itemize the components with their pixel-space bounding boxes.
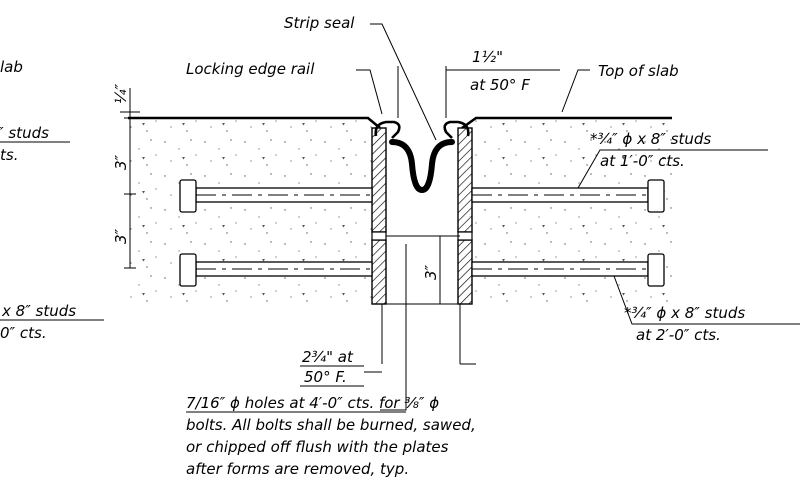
right-studs-top-line2: at 1′-0″ cts. — [600, 152, 685, 170]
left-studs-bottom-line2: 0″ cts. — [0, 324, 47, 342]
gap-dimension-lines — [364, 66, 560, 373]
left-studs-bottom-line1: x 8″ studs — [1, 302, 76, 320]
gap-top-temp-label: at 50° F — [470, 76, 530, 94]
right-studs-bottom-line2: at 2′-0″ cts. — [636, 326, 721, 344]
strip-seal-gland — [389, 139, 455, 194]
left-dimension-lines — [120, 88, 140, 269]
three-inch-dimension-gap: 3″ — [422, 264, 440, 280]
three-inch-dimension-upper: 3″ — [112, 154, 130, 170]
gap-bottom-value-label: 2¾" at — [302, 348, 354, 366]
quarter-inch-dimension: ¼″ — [112, 83, 130, 104]
locking-edge-rail-label: Locking edge rail — [186, 60, 315, 78]
bolt-note-line1: 7/16″ ϕ holes at 4′-0″ cts. for ⅜″ ϕ — [186, 394, 439, 412]
bolt-note-line3: or chipped off flush with the plates — [186, 438, 449, 456]
slab-partial-label: lab — [0, 58, 23, 76]
bolt-note-line4: after forms are removed, typ. — [186, 460, 409, 478]
top-of-slab-label: Top of slab — [598, 62, 679, 80]
right-studs-top-line1: *¾″ ϕ x 8″ studs — [590, 130, 711, 148]
bolt-note-line2: bolts. All bolts shall be burned, sawed, — [186, 416, 476, 434]
leader-lines — [300, 23, 800, 411]
gap-top-value-label: 1½" — [472, 48, 503, 66]
left-stud-top — [179, 179, 373, 213]
left-studs-top-line1: ″ studs — [0, 124, 49, 142]
right-stud-top — [471, 179, 665, 213]
left-studs-top-line2: ts. — [0, 146, 18, 164]
right-studs-bottom-line1: *¾″ ϕ x 8″ studs — [624, 304, 745, 322]
strip-seal-label: Strip seal — [284, 14, 355, 32]
left-edge-rail-plate — [371, 120, 401, 364]
left-stud-bottom — [179, 253, 373, 287]
gap-bottom-temp-label: 50° F. — [304, 368, 347, 386]
right-edge-rail-plate — [443, 120, 476, 365]
right-stud-bottom — [471, 253, 665, 287]
three-inch-dimension-lower: 3″ — [112, 228, 130, 244]
